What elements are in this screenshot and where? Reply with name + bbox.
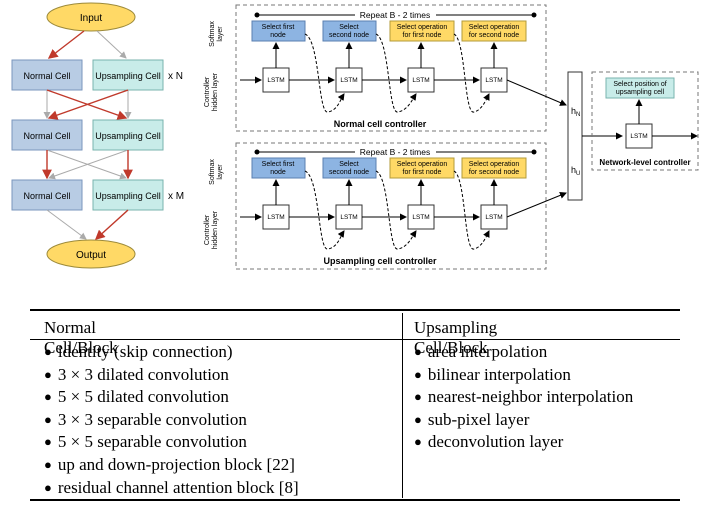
architecture-diagram: Input Normal Cell Upsampling Cell x N No… bbox=[11, 2, 699, 270]
normal-cell-controller: Repeat B - 2 times Softmaxlayer Controll… bbox=[204, 4, 547, 132]
normal-op-item: identity (skip connection) bbox=[44, 341, 299, 364]
upsampling-lstm-1 bbox=[262, 204, 290, 230]
upsampling-op-item: area interpolation bbox=[414, 341, 633, 364]
normal-lstm-1 bbox=[262, 67, 290, 93]
upsampling-op-box-2 bbox=[322, 157, 377, 179]
upsampling-op-item: nearest-neighbor interpolation bbox=[414, 386, 633, 409]
upsampling-op-box-4 bbox=[461, 157, 527, 179]
normal-cell-2-label: Normal Cell bbox=[23, 131, 70, 141]
upsampling-repeat-label: Repeat B - 2 times bbox=[360, 147, 430, 157]
normal-op-box-2 bbox=[322, 20, 377, 42]
upsampling-cell-1 bbox=[92, 59, 164, 91]
normal-op-item: 5 × 5 separable convolution bbox=[44, 431, 299, 454]
normal-op-item: up and down-projection block [22] bbox=[44, 454, 299, 477]
normal-hidden-label: Controllerhidden layer bbox=[204, 72, 219, 111]
normal-op-box-4 bbox=[461, 20, 527, 42]
upsampling-lstm-3 bbox=[407, 204, 435, 230]
upsampling-cell-controller: Repeat B - 2 times Softmaxlayer Controll… bbox=[204, 142, 547, 270]
table-header-rule bbox=[30, 339, 680, 340]
input-oval bbox=[46, 2, 136, 32]
normal-lstm-4-label: LSTM bbox=[485, 77, 502, 84]
upsampling-controller-title: Upsampling cell controller bbox=[323, 256, 437, 266]
normal-op-box-3 bbox=[389, 20, 455, 42]
normal-op-item: 5 × 5 dilated convolution bbox=[44, 386, 299, 409]
upsampling-lstm-4-label: LSTM bbox=[485, 214, 502, 221]
normal-repeat-label: Repeat B - 2 times bbox=[360, 10, 430, 20]
output-oval bbox=[46, 239, 136, 269]
normal-op-item: 3 × 3 separable convolution bbox=[44, 409, 299, 432]
normal-controller-title: Normal cell controller bbox=[334, 119, 427, 129]
gray-edges bbox=[43, 30, 132, 240]
normal-op-item: 3 × 3 dilated convolution bbox=[44, 364, 299, 387]
repeat-m-label: x M bbox=[168, 191, 184, 202]
upsampling-lstm-4 bbox=[480, 204, 508, 230]
h-u-label: hU bbox=[571, 165, 580, 177]
table-top-rule bbox=[30, 309, 680, 311]
network-controller-title: Network-level controller bbox=[599, 158, 690, 167]
table-bottom-rule bbox=[30, 499, 680, 501]
red-edges bbox=[42, 30, 133, 240]
normal-cell-1 bbox=[11, 59, 83, 91]
normal-lstm-1-label: LSTM bbox=[267, 77, 284, 84]
upsampling-lstm-3-label: LSTM bbox=[412, 214, 429, 221]
cell-stack: Input Normal Cell Upsampling Cell x N No… bbox=[11, 2, 184, 269]
upsampling-cell-2-label: Upsampling Cell bbox=[95, 131, 161, 141]
upsampling-lstm-1-label: LSTM bbox=[267, 214, 284, 221]
upsampling-ops-list: area interpolation bilinear interpolatio… bbox=[414, 341, 633, 454]
normal-op-box-1 bbox=[251, 20, 306, 42]
operations-table: Normal Cell/Block identity (skip connect… bbox=[30, 309, 680, 504]
normal-cell-1-label: Normal Cell bbox=[23, 71, 70, 81]
normal-lstm-2-label: LSTM bbox=[340, 77, 357, 84]
upsampling-cell-1-label: Upsampling Cell bbox=[95, 71, 161, 81]
normal-cell-3-label: Normal Cell bbox=[23, 191, 70, 201]
output-label: Output bbox=[76, 250, 106, 261]
upsampling-hidden-label: Controllerhidden layer bbox=[204, 210, 219, 249]
hidden-state-bar: hN hU bbox=[506, 71, 623, 218]
upsampling-op-item: bilinear interpolation bbox=[414, 364, 633, 387]
normal-lstm-4 bbox=[480, 67, 508, 93]
upsampling-op-item: deconvolution layer bbox=[414, 431, 633, 454]
repeat-n-label: x N bbox=[168, 71, 183, 82]
table-column-divider bbox=[402, 313, 403, 498]
input-label: Input bbox=[80, 13, 102, 24]
normal-softmax-label: Softmaxlayer bbox=[209, 21, 224, 47]
normal-lstm-3 bbox=[407, 67, 435, 93]
normal-op-item: residual channel attention block [8] bbox=[44, 477, 299, 500]
network-lstm-label: LSTM bbox=[630, 133, 647, 140]
upsampling-softmax-label: Softmaxlayer bbox=[209, 159, 224, 185]
h-n-label: hN bbox=[571, 106, 580, 118]
network-op-box bbox=[605, 77, 675, 99]
upsampling-cell-3-label: Upsampling Cell bbox=[95, 191, 161, 201]
upsampling-op-box-3 bbox=[389, 157, 455, 179]
normal-lstm-3-label: LSTM bbox=[412, 77, 429, 84]
normal-ops-list: identity (skip connection) 3 × 3 dilated… bbox=[44, 341, 299, 499]
network-lstm bbox=[625, 123, 653, 149]
upsampling-lstm-2-label: LSTM bbox=[340, 214, 357, 221]
normal-lstm-2 bbox=[335, 67, 363, 93]
normal-cell-2 bbox=[11, 119, 83, 151]
upsampling-op-box-1 bbox=[251, 157, 306, 179]
upsampling-op-item: sub-pixel layer bbox=[414, 409, 633, 432]
